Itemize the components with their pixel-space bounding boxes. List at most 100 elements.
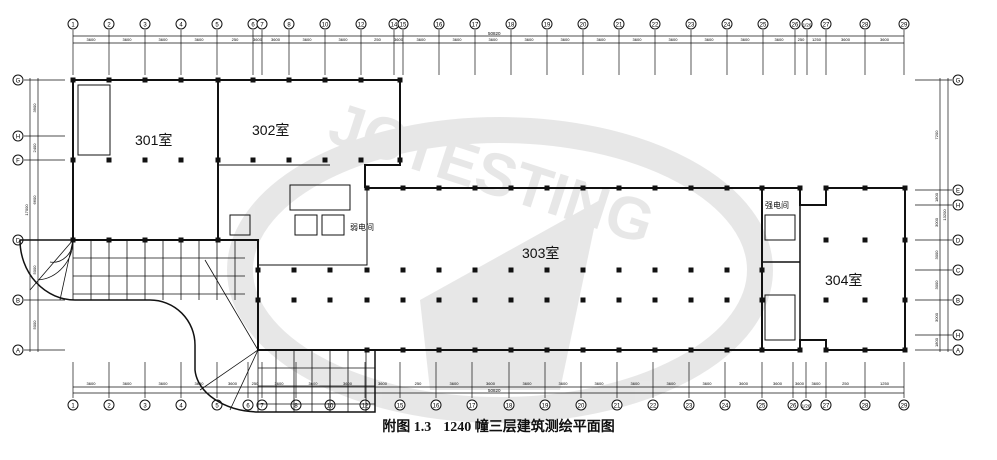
svg-text:24: 24 [722,404,729,410]
axis-bubble-top: 17 [469,18,481,30]
svg-text:6: 6 [246,404,250,410]
column [472,347,478,353]
dimension-label: 3600 [123,37,133,42]
axis-bubble-bottom: 4 [175,399,187,411]
svg-text:1/26: 1/26 [802,404,811,409]
axis-bubble-bottom: 24 [719,399,731,411]
svg-text:29: 29 [901,23,908,29]
dimension-label: 3600 [795,381,805,386]
dimension-label: 3600 [739,381,749,386]
column [724,185,730,191]
column [862,185,868,191]
svg-text:16: 16 [436,23,443,29]
column [291,297,297,303]
column [724,267,730,273]
svg-text:1/26: 1/26 [803,23,812,28]
column [106,237,112,243]
axis-bubble-top: 27 [820,18,832,30]
column [255,267,261,273]
column [472,185,478,191]
svg-text:F: F [16,159,20,165]
dimension-label: 3600 [450,381,460,386]
dimension-label: 3600 [417,37,427,42]
svg-text:D: D [16,239,21,245]
column [823,237,829,243]
axis-bubble-top: 29 [898,18,910,30]
figure-title: 1240 幢三层建筑测绘平面图 [443,420,615,435]
column [472,297,478,303]
column [902,185,908,191]
column [508,297,514,303]
dimension-label: 3600 [123,381,133,386]
column [862,237,868,243]
axis-bubble-bottom: 19 [539,399,551,411]
dimension-label: 3600 [667,381,677,386]
dimension-label: 1250 [812,37,822,42]
stair-core [289,184,351,211]
dimension-label: 3600 [159,381,169,386]
svg-text:20: 20 [580,23,587,29]
column [580,185,586,191]
dimension-label: 3600 [669,37,679,42]
dimension-label: 250 [415,381,422,386]
axis-bubble-bottom: 18 [503,399,515,411]
axis-bubble-bottom: 26 [787,399,799,411]
column [322,157,328,163]
axis-bubble-right: A [952,344,964,356]
axis-bubble-top: 21 [613,18,625,30]
column [364,347,370,353]
room-label-weak-electric: 弱电间 [350,222,374,232]
dimension-label: 3600 [880,37,890,42]
dimension-label: 3600 [631,381,641,386]
dimension-label: 3600 [561,37,571,42]
axis-bubble-top: 23 [685,18,697,30]
svg-text:27: 27 [823,23,830,29]
dimension-label: 3600 [486,381,496,386]
dimension-label: 3600 [159,37,169,42]
room-label-304: 304室 [825,272,862,288]
dimension-label: 3600 [595,381,605,386]
column [327,267,333,273]
dimension-label: 3600 [812,381,822,386]
svg-text:15: 15 [397,404,404,410]
column [364,185,370,191]
axis-bubble-bottom: 21 [611,399,623,411]
dimension-label: 3000 [934,217,939,227]
dimension-label: 3600 [339,37,349,42]
column [472,267,478,273]
column [862,347,868,353]
axis-bubble-left: G [12,74,24,86]
column [358,157,364,163]
axis-bubble-bottom: 6 [242,399,254,411]
axis-bubble-bottom: 12 [359,399,371,411]
svg-text:18: 18 [506,404,513,410]
svg-text:25: 25 [760,23,767,29]
svg-text:19: 19 [542,404,549,410]
dimension-label: 3600 [87,37,97,42]
column [759,267,765,273]
axis-bubble-bottom: 8 [290,399,302,411]
elevator-4 [764,214,796,241]
column [902,237,908,243]
svg-text:E: E [956,189,960,195]
column [400,347,406,353]
svg-text:16: 16 [433,404,440,410]
svg-text:12: 12 [358,23,365,29]
column [327,297,333,303]
svg-text:H: H [956,204,960,210]
column [397,157,403,163]
axis-bubble-top: 26 [789,18,801,30]
column [797,347,803,353]
svg-text:G: G [956,79,961,85]
dimension-label: 3600 [633,37,643,42]
axis-bubble-right: B [952,294,964,306]
column [215,157,221,163]
axis-bubble-bottom: 23 [683,399,695,411]
svg-text:G: G [16,79,21,85]
svg-text:D: D [956,239,961,245]
column [544,297,550,303]
svg-text:10: 10 [322,23,329,29]
column [70,77,76,83]
axis-bubble-left: H [12,130,24,142]
